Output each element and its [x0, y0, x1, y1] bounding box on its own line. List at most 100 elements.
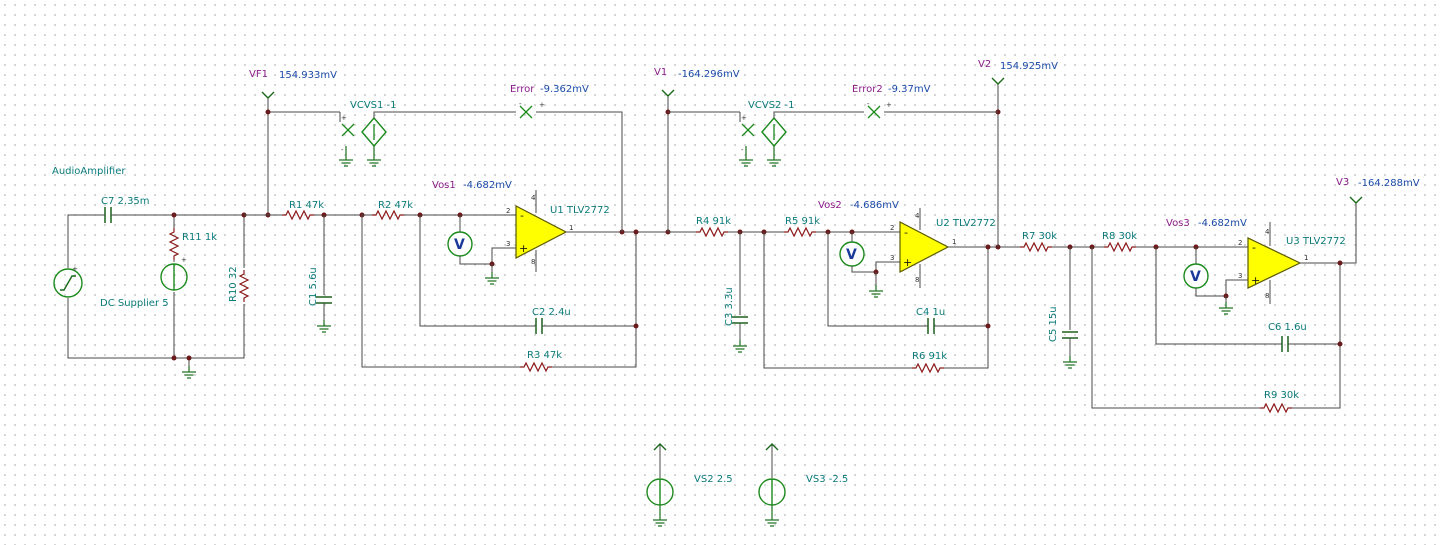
- r1-resistor[interactable]: [281, 210, 315, 220]
- r5-resistor[interactable]: [783, 227, 817, 237]
- r4-resistor[interactable]: [695, 227, 729, 237]
- r6-label: R6 91k: [912, 351, 947, 362]
- opamp-u1[interactable]: [515, 205, 568, 259]
- vos2-meter[interactable]: V: [839, 241, 865, 267]
- vos2-name: Vos2: [818, 200, 842, 211]
- opamp-u2[interactable]: [899, 221, 950, 273]
- r11-label: R11 1k: [182, 232, 217, 243]
- plus-mark: +: [181, 256, 187, 264]
- plus-mark: +: [1251, 274, 1260, 287]
- probe-icon: [1349, 196, 1363, 204]
- vs3-source[interactable]: [758, 478, 786, 506]
- plus-mark: +: [72, 265, 78, 273]
- r6-resistor[interactable]: [911, 363, 945, 373]
- v1-value: -164.296mV: [678, 69, 740, 80]
- c2-label: C2 2.4u: [532, 307, 571, 318]
- vos3-meter[interactable]: V: [1183, 263, 1209, 289]
- c7-label: C7 2.35m: [101, 196, 150, 207]
- vos1-value: -4.682mV: [463, 180, 512, 191]
- svg-text:4: 4: [915, 212, 920, 220]
- plus-mark: +: [741, 114, 747, 122]
- r8-resistor[interactable]: [1103, 242, 1137, 252]
- capacitor-c5[interactable]: [1062, 331, 1078, 339]
- c6-label: C6 1.6u: [1268, 322, 1307, 333]
- svg-text:8: 8: [915, 276, 919, 284]
- opamp-u3[interactable]: [1247, 237, 1302, 289]
- svg-text:3: 3: [506, 240, 510, 248]
- r9-resistor[interactable]: [1259, 403, 1293, 413]
- r3-resistor[interactable]: [519, 362, 553, 372]
- resistor-r11[interactable]: [169, 227, 179, 261]
- svg-text:2: 2: [1238, 239, 1242, 247]
- capacitor-c7[interactable]: [98, 207, 118, 223]
- stage-1: V - + 2 3 1 4 8: [244, 69, 671, 372]
- svg-text:2: 2: [506, 207, 510, 215]
- minus-mark: -: [520, 209, 524, 222]
- plus-mark: +: [886, 101, 892, 109]
- probe-icon: [991, 77, 1005, 85]
- r5-label: R5 91k: [785, 216, 820, 227]
- vcvs1-label: VCVS1 -1: [350, 100, 397, 111]
- stage-2: V - + 2 3 1 4 8 +: [654, 59, 1058, 373]
- vf1-name: VF1: [249, 69, 268, 80]
- vos1-name: Vos1: [432, 180, 456, 191]
- minus-mark: -: [741, 146, 744, 154]
- plus-mark: +: [539, 101, 545, 109]
- r2-label: R2 47k: [378, 200, 413, 211]
- ac-source[interactable]: [53, 268, 83, 298]
- minus-mark: -: [519, 100, 522, 108]
- r7-resistor[interactable]: [1019, 242, 1053, 252]
- svg-text:2: 2: [890, 224, 894, 232]
- probe-icon: [765, 443, 779, 451]
- v1-name: V1: [654, 67, 667, 78]
- stage-3: V - + 2 3 1 4 8 R7 30k C5 15u R8 30k Vos…: [1019, 177, 1420, 413]
- probe-icon: [661, 89, 675, 97]
- r7-label: R7 30k: [1022, 231, 1057, 242]
- svg-text:1: 1: [1304, 254, 1308, 262]
- minus-mark: -: [867, 100, 870, 108]
- svg-text:8: 8: [531, 258, 535, 266]
- error-value: -9.362mV: [540, 84, 589, 95]
- vs2-source[interactable]: [646, 478, 674, 506]
- v3-name: V3: [1336, 177, 1349, 188]
- audio-amplifier-label: AudioAmplifier: [52, 166, 126, 177]
- vf1-value: 154.933mV: [279, 70, 337, 81]
- supplies: VS2 2.5 VS3 -2.5: [646, 443, 848, 527]
- vs3-label: VS3 -2.5: [806, 474, 848, 485]
- svg-text:8: 8: [1265, 292, 1269, 300]
- voltmeter-glyph: V: [1190, 269, 1201, 285]
- svg-text:3: 3: [890, 254, 894, 262]
- error-name: Error: [510, 84, 535, 95]
- r8-label: R8 30k: [1102, 231, 1137, 242]
- r2-resistor[interactable]: [371, 210, 405, 220]
- capacitor-c4[interactable]: [920, 318, 935, 334]
- error2-meter[interactable]: [867, 105, 881, 119]
- minus-mark: -: [341, 146, 344, 154]
- error2-name: Error2: [852, 84, 883, 95]
- plus-mark: +: [903, 256, 912, 269]
- svg-text:4: 4: [531, 194, 536, 202]
- voltmeter-glyph: V: [846, 247, 857, 263]
- vcvs1-source[interactable]: [339, 111, 420, 154]
- capacitor-c2[interactable]: [528, 318, 543, 334]
- svg-text:3: 3: [1238, 272, 1242, 280]
- vos1-meter[interactable]: V: [447, 231, 473, 257]
- dc-source[interactable]: [160, 263, 188, 291]
- vcvs2-source[interactable]: [739, 111, 864, 154]
- error-meter[interactable]: [519, 105, 533, 119]
- voltmeter-glyph: V: [454, 237, 465, 253]
- svg-text:1: 1: [569, 224, 573, 232]
- svg-text:4: 4: [1265, 228, 1270, 236]
- r4-label: R4 91k: [696, 216, 731, 227]
- minus-mark: -: [904, 226, 908, 239]
- r1-label: R1 47k: [289, 200, 324, 211]
- resistor-r10[interactable]: [239, 269, 249, 303]
- vcvs2-label: VCVS2 -1: [748, 100, 795, 111]
- u3-label: U3 TLV2772: [1286, 236, 1346, 247]
- c1-label: C1 5.6u: [308, 267, 319, 306]
- capacitor-c6[interactable]: [1274, 336, 1289, 352]
- u1-label: U1 TLV2772: [550, 205, 610, 216]
- c3-label: C3 3.3u: [724, 287, 735, 326]
- vos2-value: -4.686mV: [850, 200, 899, 211]
